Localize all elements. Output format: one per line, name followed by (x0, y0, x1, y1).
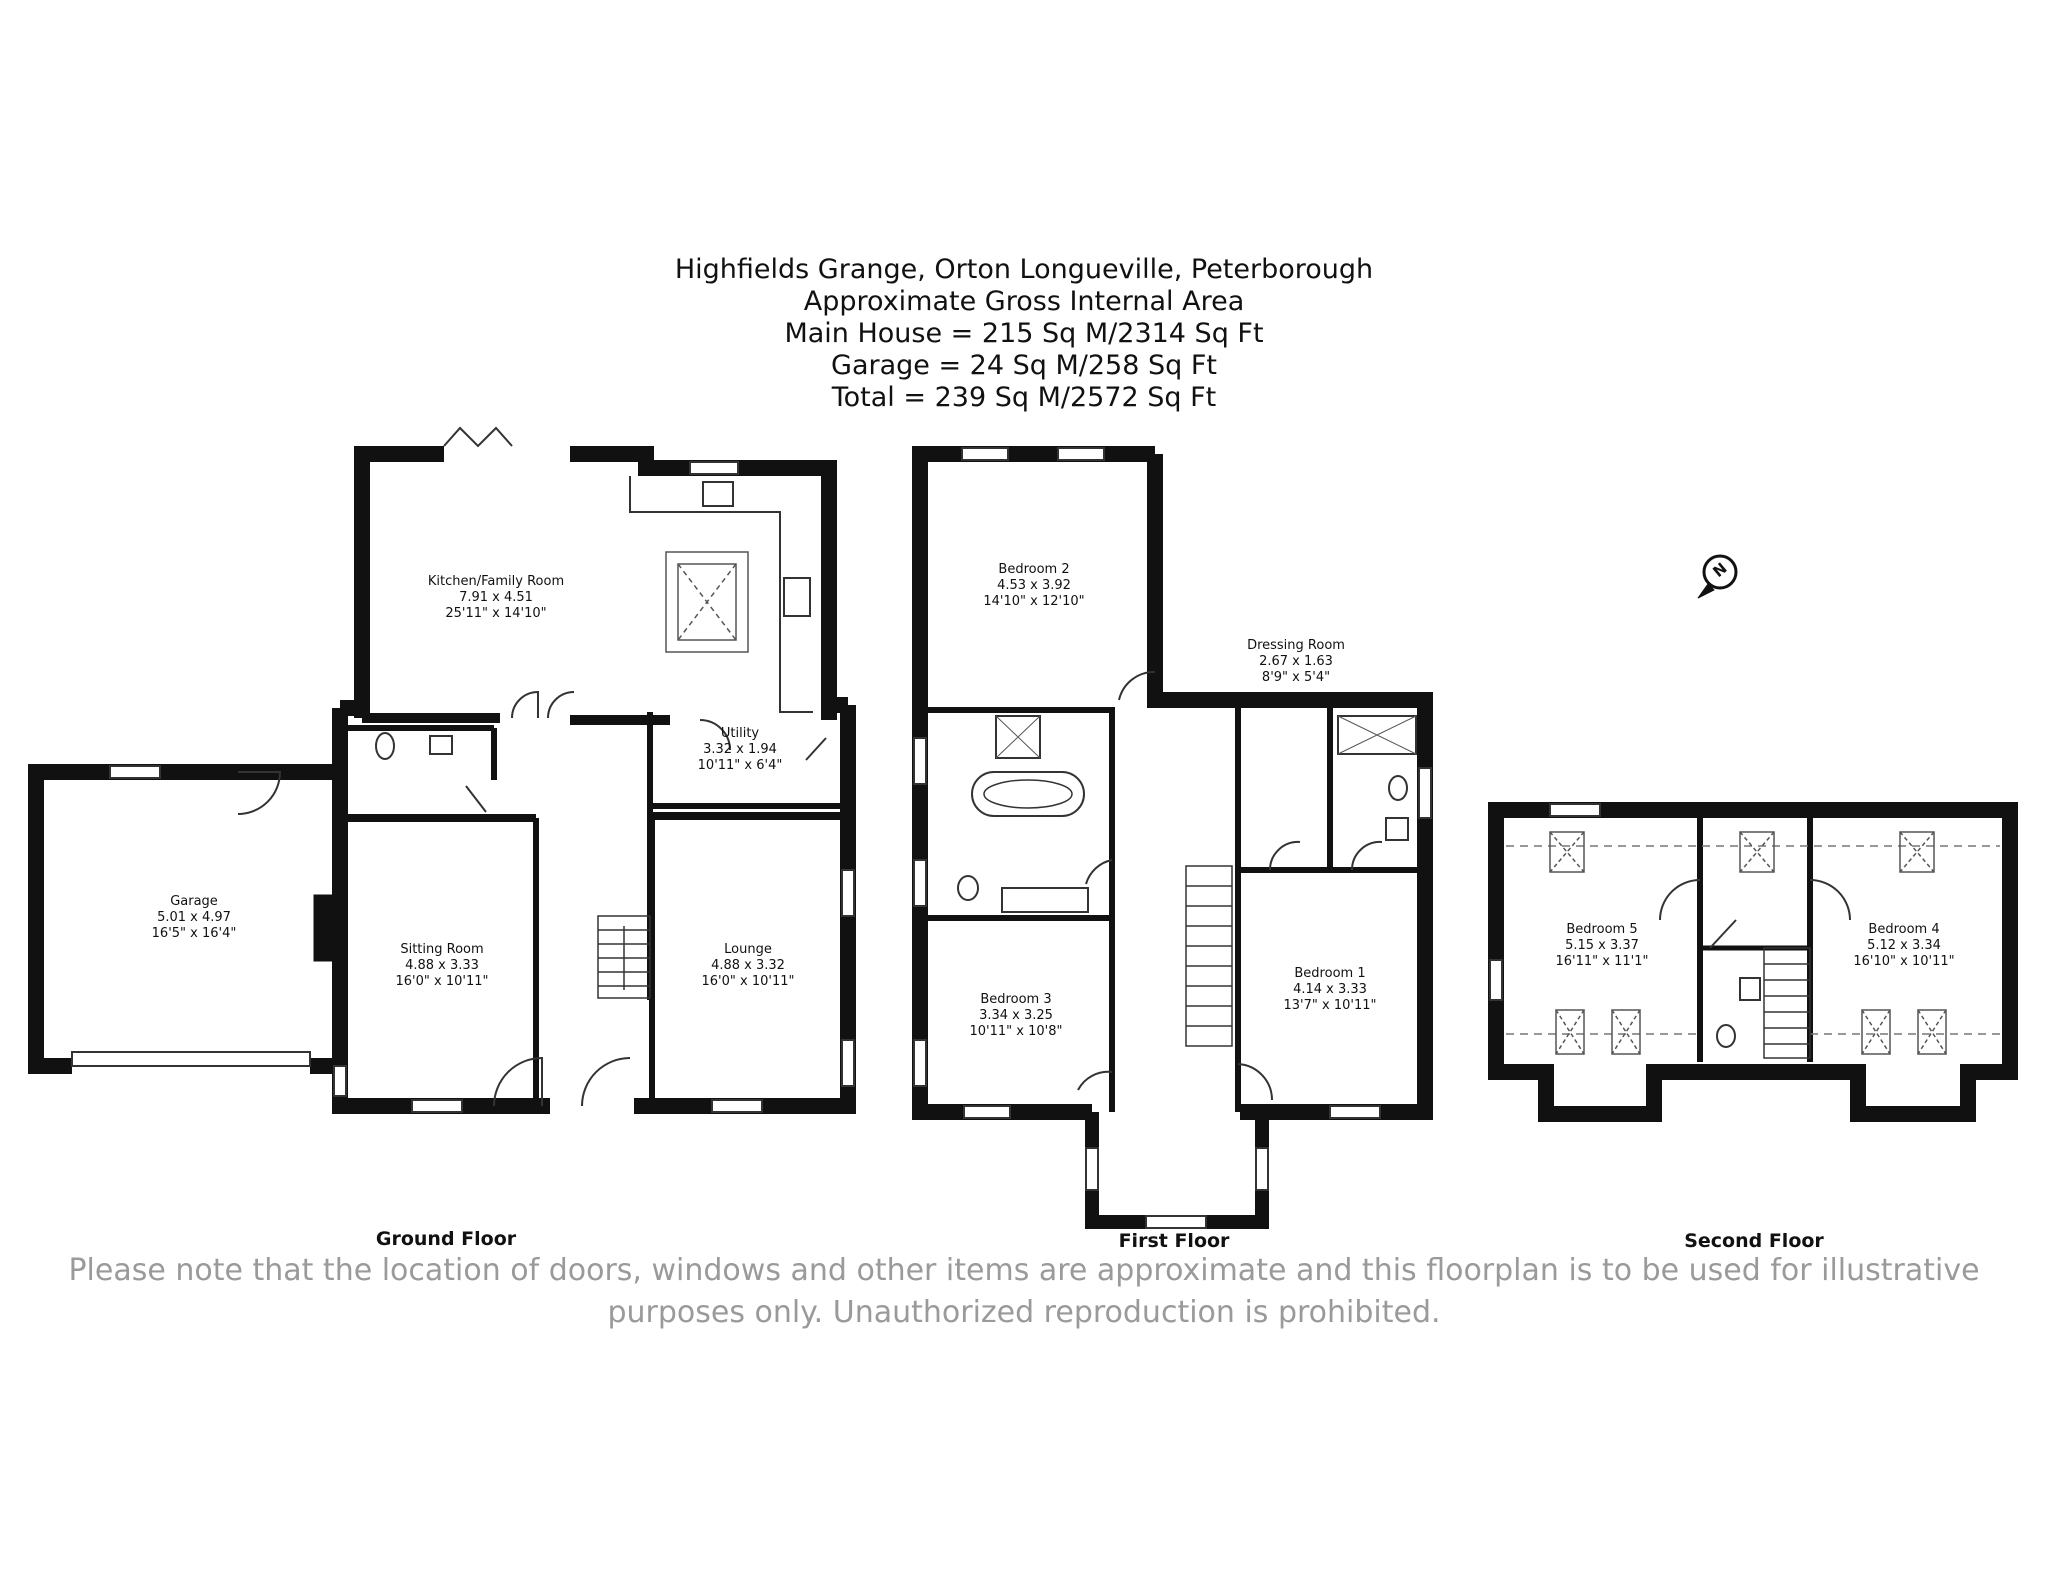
garage-side-door (237, 771, 282, 815)
room-name: Sitting Room (400, 942, 484, 957)
room-bedroom-1: Bedroom 1 4.14 x 3.33 13'7" x 10'11" (1284, 966, 1377, 1014)
room-metric: 4.14 x 3.33 (1293, 982, 1367, 997)
room-imperial: 16'5" x 16'4" (151, 926, 237, 941)
area-total: Total = 239 Sq M/2572 Sq Ft (831, 382, 1217, 413)
wc (375, 732, 395, 760)
room-imperial: 16'0" x 10'11" (701, 974, 795, 989)
room-imperial: 16'0" x 10'11" (395, 974, 489, 989)
room-kitchen: Kitchen/Family Room 7.91 x 4.51 25'11" x… (428, 574, 564, 622)
room-lounge: Lounge 4.88 x 3.32 16'0" x 10'11" (702, 942, 795, 990)
room-dressing: Dressing Room 2.67 x 1.63 8'9" x 5'4" (1247, 638, 1345, 686)
room-name: Bedroom 3 (980, 992, 1052, 1007)
island-skylight (665, 551, 749, 653)
room-metric: 3.32 x 1.94 (703, 742, 777, 757)
room-name: Lounge (724, 942, 772, 957)
disclaimer-line-2: purposes only. Unauthorized reproduction… (607, 1295, 1441, 1330)
room-name: Dressing Room (1247, 638, 1345, 653)
room-imperial: 8'9" x 5'4" (1261, 670, 1331, 685)
kitchen-worktop (629, 476, 813, 713)
room-name: Garage (170, 894, 218, 909)
room-bedroom-3: Bedroom 3 3.34 x 3.25 10'11" x 10'8" (970, 992, 1063, 1040)
kitchen-walls (354, 446, 837, 725)
room-metric: 4.88 x 3.33 (405, 958, 479, 973)
room-bedroom-2: Bedroom 2 4.53 x 3.92 14'10" x 12'10" (983, 562, 1084, 610)
vanity (1001, 887, 1089, 913)
first-floor-plan (912, 446, 1433, 1229)
room-imperial: 10'11" x 10'8" (969, 1024, 1063, 1039)
room-metric: 5.12 x 3.34 (1867, 938, 1941, 953)
room-name: Kitchen/Family Room (427, 574, 565, 589)
room-name: Bedroom 2 (998, 562, 1070, 577)
room-imperial: 16'11" x 11'1" (1555, 954, 1649, 969)
disclaimer-line-1: Please note that the location of doors, … (68, 1253, 1980, 1288)
title-line-2: Approximate Gross Internal Area (803, 286, 1245, 317)
room-bedroom-4: Bedroom 4 5.12 x 3.34 16'10" x 10'11" (1853, 922, 1954, 970)
ground-floor-plan (28, 426, 856, 1114)
second-stairs (1763, 947, 1811, 1059)
room-metric: 5.01 x 4.97 (157, 910, 231, 925)
room-name: Bedroom 1 (1294, 966, 1366, 981)
room-name: Bedroom 5 (1566, 922, 1638, 937)
room-metric: 4.53 x 3.92 (997, 578, 1071, 593)
room-name: Utility (720, 726, 760, 741)
kitchen-sink (702, 481, 734, 507)
room-imperial: 25'11" x 14'10" (445, 606, 547, 621)
room-metric: 5.15 x 3.37 (1565, 938, 1639, 953)
room-imperial: 16'10" x 10'11" (1853, 954, 1955, 969)
bath (971, 771, 1085, 817)
room-garage: Garage 5.01 x 4.97 16'5" x 16'4" (152, 894, 237, 942)
first-stairs (1185, 865, 1233, 1047)
area-main-house: Main House = 215 Sq M/2314 Sq Ft (784, 318, 1264, 349)
ground-stairs (597, 915, 651, 999)
floor-label-first: First Floor (1118, 1230, 1230, 1252)
floor-label-second: Second Floor (1684, 1230, 1824, 1252)
fireplace (313, 894, 341, 962)
room-metric: 7.91 x 4.51 (459, 590, 533, 605)
second-floor-plan (1488, 802, 2018, 1122)
room-bedroom-5: Bedroom 5 5.15 x 3.37 16'11" x 11'1" (1556, 922, 1649, 970)
room-metric: 4.88 x 3.32 (711, 958, 785, 973)
bathroom-wc (957, 875, 979, 901)
bifold-doors (443, 426, 513, 448)
room-metric: 3.34 x 3.25 (979, 1008, 1053, 1023)
garage-door (71, 1051, 311, 1067)
shower (995, 715, 1041, 759)
area-garage: Garage = 24 Sq M/258 Sq Ft (831, 350, 1217, 381)
room-name: Bedroom 4 (1868, 922, 1940, 937)
compass-icon (1697, 554, 1738, 599)
basin (429, 735, 453, 755)
floor-label-ground: Ground Floor (375, 1228, 517, 1250)
title-line-1: Highfields Grange, Orton Longueville, Pe… (674, 254, 1374, 285)
hob (783, 577, 811, 617)
room-imperial: 14'10" x 12'10" (983, 594, 1085, 609)
room-imperial: 10'11" x 6'4" (697, 758, 783, 773)
room-metric: 2.67 x 1.63 (1259, 654, 1333, 669)
room-utility: Utility 3.32 x 1.94 10'11" x 6'4" (698, 726, 783, 774)
velux-windows (1549, 831, 1947, 1055)
room-sitting: Sitting Room 4.88 x 3.33 16'0" x 10'11" (396, 942, 489, 990)
room-imperial: 13'7" x 10'11" (1283, 998, 1377, 1013)
